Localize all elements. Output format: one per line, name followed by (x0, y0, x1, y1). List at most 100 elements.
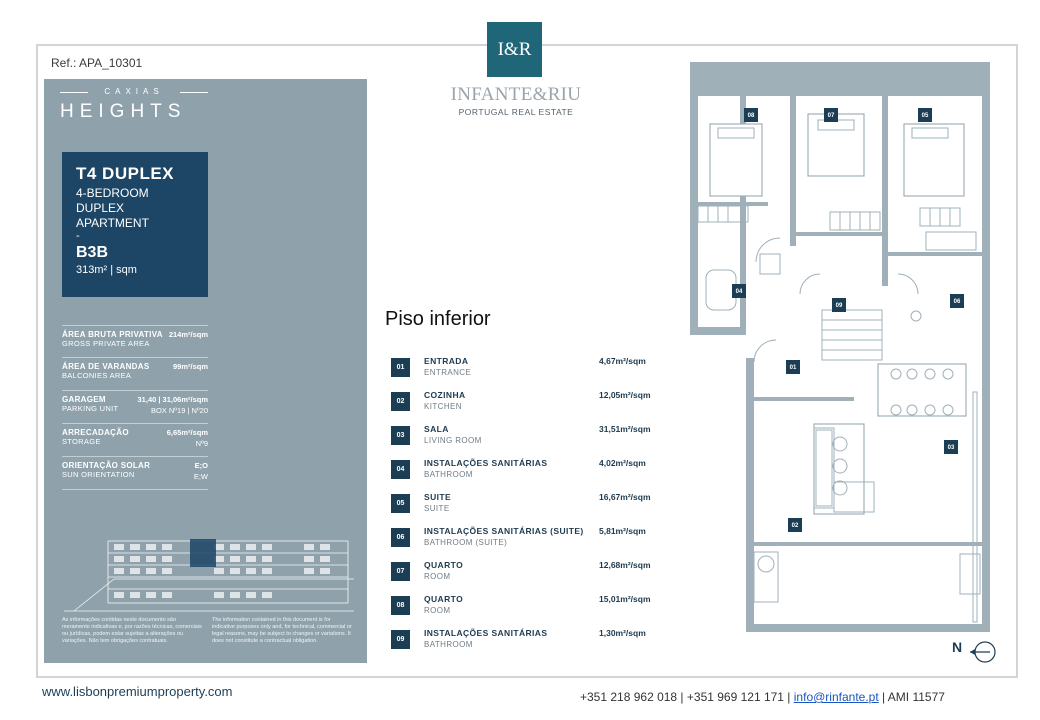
plan-label: 03 (948, 445, 955, 451)
plan-label: 08 (748, 113, 755, 119)
spec-label-en: STORAGE (62, 437, 101, 446)
spec-label: ARRECADAÇÃO (62, 428, 129, 437)
unit-code: B3B (76, 244, 109, 261)
spec-value: 31,40 | 31,06m²/sqm (137, 395, 208, 404)
room-name-en: BATHROOM (SUITE) (424, 538, 508, 547)
spec-value: 99m²/sqm (172, 362, 208, 371)
spec-label-en: BALCONIES AREA (62, 371, 132, 380)
room-name: INSTALAÇÕES SANITÁRIAS (424, 628, 548, 638)
plan-label: 01 (790, 365, 797, 371)
unit-card: T4 DUPLEX 4-BEDROOM DUPLEX APARTMENT - B… (62, 152, 208, 297)
room-name-en: BATHROOM (424, 640, 473, 649)
room-row: 07 QUARTO ROOM 12,68m²/sqm (391, 558, 691, 592)
company-tagline: PORTUGAL REAL ESTATE (458, 107, 574, 117)
room-number: 03 (391, 426, 410, 445)
room-row: 04 INSTALAÇÕES SANITÁRIAS BATHROOM 4,02m²/s… (391, 456, 691, 490)
spec-value: 214m²/sqm (168, 330, 208, 339)
spec-value-2: E;W (193, 472, 208, 481)
unit-area: 313m² | sqm (76, 264, 137, 276)
room-area: 4,67m²/sqm (599, 356, 646, 366)
brand-title: HEIGHTS (60, 101, 187, 122)
spec-value-2: BOX Nº19 | Nº20 (150, 406, 208, 415)
disclaimer-en: The information contained in this docume… (212, 617, 352, 644)
spec-row: ÁREA BRUTA PRIVATIVA GROSS PRIVATE AREA … (62, 325, 208, 358)
room-name: COZINHA (424, 390, 466, 400)
phone-numbers: +351 218 962 018 | +351 969 121 171 | (580, 690, 794, 704)
reference-code: Ref.: APA_10301 (51, 56, 143, 70)
room-area: 4,02m²/sqm (599, 458, 646, 468)
unit-dash: - (76, 230, 80, 242)
plan-label: 04 (736, 289, 743, 295)
room-number: 05 (391, 494, 410, 513)
contact-info: +351 218 962 018 | +351 969 121 171 | in… (580, 690, 945, 704)
room-name: QUARTO (424, 560, 464, 570)
plan-label: 05 (922, 113, 929, 119)
spec-label: ORIENTAÇÃO SOLAR (62, 461, 151, 470)
room-number: 08 (391, 596, 410, 615)
plan-label: 07 (828, 113, 835, 119)
north-compass-icon: N (952, 639, 996, 663)
room-area: 15,01m²/sqm (599, 594, 651, 604)
floor-label: Piso inferior (385, 308, 491, 330)
spec-list: ÁREA BRUTA PRIVATIVA GROSS PRIVATE AREA … (62, 325, 208, 490)
room-name-en: ENTRANCE (424, 368, 472, 377)
spec-value-2: Nº9 (195, 439, 208, 448)
room-row: 06 INSTALAÇÕES SANITÁRIAS (SUITE) BATHROOM… (391, 524, 691, 558)
company-name: INFANTE&RIU (450, 84, 582, 105)
room-number: 07 (391, 562, 410, 581)
room-name-en: KITCHEN (424, 402, 462, 411)
spec-value: 6,65m²/sqm (166, 428, 208, 437)
room-name-en: BATHROOM (424, 470, 473, 479)
room-name-en: LIVING ROOM (424, 436, 482, 445)
room-name: QUARTO (424, 594, 464, 604)
room-row: 01 ENTRADA ENTRANCE 4,67m²/sqm (391, 354, 691, 388)
room-row: 08 QUARTO ROOM 15,01m²/sqm (391, 592, 691, 626)
room-number: 01 (391, 358, 410, 377)
room-name: ENTRADA (424, 356, 469, 366)
spec-label-en: GROSS PRIVATE AREA (62, 339, 150, 348)
plan-label: 09 (836, 303, 843, 309)
room-list: 01 ENTRADA ENTRANCE 4,67m²/sqm 02 COZINHA KIT… (391, 354, 691, 660)
website-link[interactable]: www.lisbonpremiumproperty.com (42, 684, 233, 699)
room-name-en: SUITE (424, 504, 450, 513)
spec-label: GARAGEM (62, 395, 106, 404)
unit-title: T4 DUPLEX (76, 164, 175, 183)
plan-label: 06 (954, 299, 961, 305)
spec-row: ORIENTAÇÃO SOLAR SUN ORIENTATION E;O E;W (62, 457, 208, 490)
spec-row: ARRECADAÇÃO STORAGE 6,65m²/sqm Nº9 (62, 424, 208, 457)
spec-label: ÁREA DE VARANDAS (62, 362, 150, 371)
spec-label-en: SUN ORIENTATION (62, 470, 135, 479)
unit-description: 4-BEDROOM DUPLEX APARTMENT (76, 186, 149, 230)
room-area: 5,81m²/sqm (599, 526, 646, 536)
room-name: INSTALAÇÕES SANITÁRIAS (SUITE) (424, 526, 584, 536)
compass-label: N (952, 639, 962, 655)
room-name-en: ROOM (424, 606, 451, 615)
email-link[interactable]: info@rinfante.pt (793, 690, 879, 704)
room-area: 1,30m²/sqm (599, 628, 646, 638)
spec-value: E;O (194, 461, 208, 470)
highlighted-unit (190, 539, 216, 567)
spec-row: GARAGEM PARKING UNIT 31,40 | 31,06m²/sqm… (62, 391, 208, 424)
room-name-en: ROOM (424, 572, 451, 581)
floor-plan: 08 07 05 04 09 06 01 03 02 (690, 62, 990, 632)
room-area: 12,68m²/sqm (599, 560, 651, 570)
room-area: 16,67m²/sqm (599, 492, 651, 502)
room-area: 31,51m²/sqm (599, 424, 651, 434)
room-name: SUITE (424, 492, 452, 502)
info-panel: CAXIAS HEIGHTS T4 DUPLEX 4-BEDROOM DUPLE… (44, 79, 367, 663)
room-number: 02 (391, 392, 410, 411)
building-illustration (64, 539, 354, 612)
spec-row: ÁREA DE VARANDAS BALCONIES AREA 99m²/sqm (62, 358, 208, 391)
room-name: INSTALAÇÕES SANITÁRIAS (424, 458, 548, 468)
spec-label: ÁREA BRUTA PRIVATIVA (62, 330, 163, 339)
brand-subtitle: CAXIAS (60, 87, 208, 96)
room-number: 06 (391, 528, 410, 547)
company-logo: I&R (487, 22, 542, 77)
ami-license: | AMI 11577 (878, 690, 945, 704)
room-number: 04 (391, 460, 410, 479)
disclaimer-pt: As informações contidas neste documento … (62, 617, 202, 644)
